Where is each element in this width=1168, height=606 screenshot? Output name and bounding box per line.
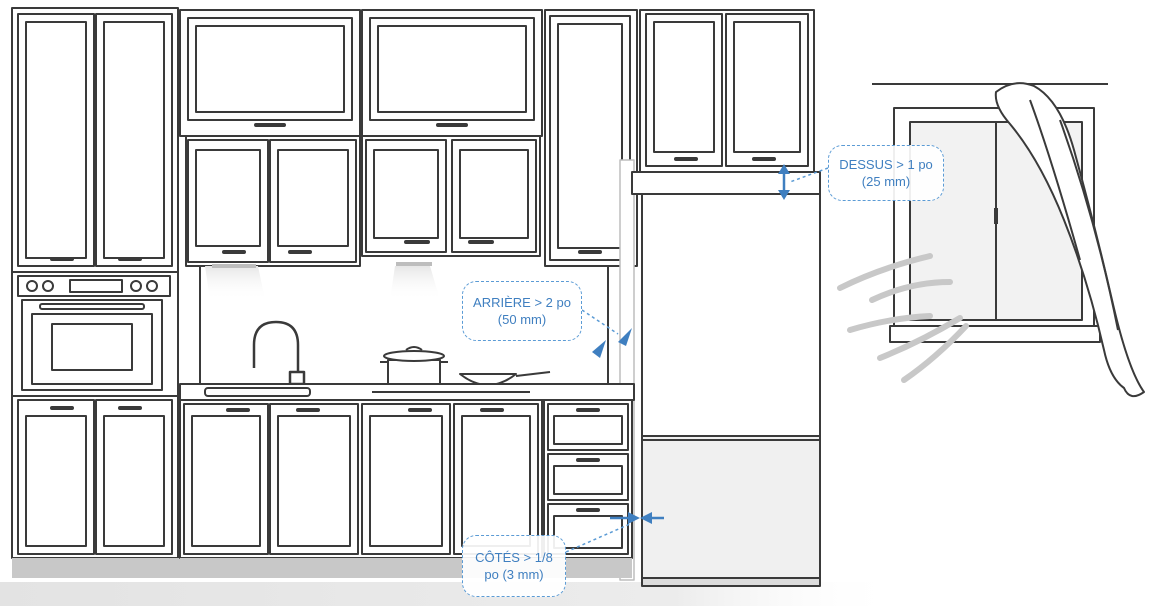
callout-top-line2: (25 mm) (861, 174, 911, 189)
wall-oven (11, 271, 179, 397)
countertop (179, 383, 635, 401)
callout-top-line1: DESSUS > 1 po (839, 157, 933, 172)
wind-gust-icon (837, 253, 969, 383)
under-cabinet-lights (205, 262, 440, 300)
clearance-arrows (592, 164, 790, 524)
callout-top-clearance: DESSUS > 1 po (25 mm) (828, 145, 944, 201)
double-arrow-icon (592, 328, 632, 358)
faucet-icon (252, 320, 306, 386)
callout-sides-line2: po (3 mm) (484, 567, 544, 582)
callout-leaders (565, 167, 829, 553)
double-arrow-icon (610, 512, 664, 524)
upper-cabinets (179, 9, 815, 267)
curtain-icon (994, 82, 1145, 398)
lower-tall-cabinet (11, 395, 180, 578)
callout-back-line1: ARRIÈRE > 2 po (473, 295, 571, 310)
callout-sides-line1: CÔTÉS > 1/8 (475, 550, 553, 565)
callout-back-line2: (50 mm) (497, 312, 547, 327)
refrigerator (631, 171, 821, 587)
double-arrow-icon (778, 164, 790, 200)
callout-sides-clearance: CÔTÉS > 1/8 po (3 mm) (462, 535, 566, 597)
callout-back-clearance: ARRIÈRE > 2 po (50 mm) (462, 281, 582, 341)
tall-pantry-cabinet (11, 7, 179, 273)
